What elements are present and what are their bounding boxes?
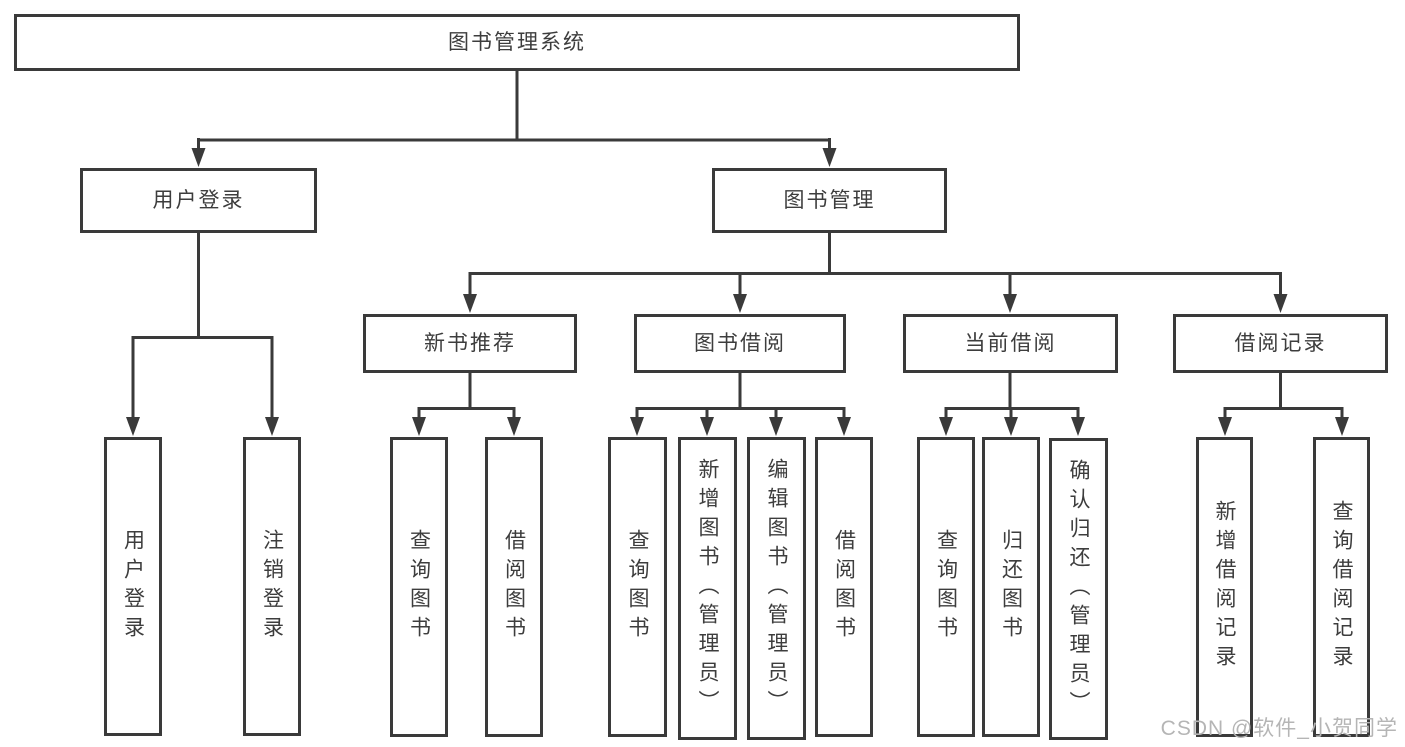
arrowhead-icon (1004, 417, 1018, 436)
arrowhead-icon (1335, 417, 1349, 436)
arrowhead-icon (700, 417, 714, 436)
leaf-borrow-edit-books-admin: 编辑图书（管理员） (747, 437, 806, 740)
node-book-borrow-label: 图书借阅 (694, 332, 786, 355)
leaf-current-query-books: 查询图书 (917, 437, 975, 737)
leaf-records-add-record: 新增借阅记录 (1196, 437, 1253, 737)
leaf-newbooks-borrow-books-label: 借阅图书 (502, 529, 526, 645)
arrowhead-icon (1218, 417, 1232, 436)
arrowhead-icon (507, 417, 521, 436)
connector-root-to-level2 (197, 71, 831, 152)
arrowhead-icon (630, 417, 644, 436)
leaf-records-query-record: 查询借阅记录 (1313, 437, 1370, 737)
node-user-login-label: 用户登录 (152, 189, 245, 212)
leaf-current-return-books-label: 归还图书 (999, 529, 1023, 645)
arrowhead-icon (769, 417, 783, 436)
node-book-management-label: 图书管理 (783, 189, 876, 212)
arrowhead-icon (265, 417, 279, 436)
arrowhead-icon (1003, 294, 1017, 313)
node-book-borrow: 图书借阅 (634, 314, 846, 373)
node-current-borrow: 当前借阅 (903, 314, 1118, 373)
leaf-borrow-borrow-books: 借阅图书 (815, 437, 873, 737)
leaf-records-add-record-label: 新增借阅记录 (1213, 500, 1236, 674)
leaf-current-return-books: 归还图书 (982, 437, 1040, 737)
connector-bookborrow-to-leaves (635, 373, 846, 421)
leaf-borrow-borrow-books-label: 借阅图书 (832, 529, 856, 645)
leaf-borrow-query-books-label: 查询图书 (626, 529, 649, 645)
leaf-current-confirm-return-admin-label: 确认归还（管理员） (1067, 458, 1090, 720)
arrowhead-icon (412, 417, 426, 436)
arrowhead-icon (463, 294, 477, 313)
arrowhead-icon (733, 294, 747, 313)
leaf-newbooks-borrow-books: 借阅图书 (485, 437, 543, 737)
leaf-records-query-record-label: 查询借阅记录 (1330, 500, 1353, 674)
arrowhead-icon (837, 417, 851, 436)
node-user-login: 用户登录 (80, 168, 317, 233)
node-new-book-recommend: 新书推荐 (363, 314, 577, 373)
leaf-logout-label: 注销登录 (260, 528, 284, 645)
connector-borrowrecords-to-leaves (1223, 373, 1344, 421)
node-borrow-records: 借阅记录 (1173, 314, 1388, 373)
leaf-newbooks-query-books-label: 查询图书 (407, 529, 431, 645)
connector-userlogin-to-leaves (131, 233, 274, 421)
node-current-borrow-label: 当前借阅 (964, 332, 1057, 355)
node-book-management: 图书管理 (712, 168, 947, 233)
connector-bookmgmt-to-level3 (468, 233, 1282, 297)
leaf-borrow-add-books-admin-label: 新增图书（管理员） (696, 458, 719, 719)
node-root-label: 图书管理系统 (448, 31, 586, 54)
connector-currentborrow-to-leaves (944, 373, 1080, 421)
leaf-newbooks-query-books: 查询图书 (390, 437, 448, 737)
leaf-current-query-books-label: 查询图书 (934, 529, 958, 645)
watermark: CSDN @软件_小贺同学 (1160, 717, 1398, 740)
leaf-logout: 注销登录 (243, 437, 301, 736)
arrowhead-icon (1071, 417, 1085, 436)
leaf-borrow-edit-books-admin-label: 编辑图书（管理员） (765, 458, 788, 719)
leaf-current-confirm-return-admin: 确认归还（管理员） (1049, 438, 1108, 740)
node-root: 图书管理系统 (14, 14, 1020, 71)
arrowhead-icon (822, 148, 837, 167)
leaf-user-login: 用户登录 (104, 437, 162, 736)
node-new-book-recommend-label: 新书推荐 (424, 332, 516, 355)
arrowhead-icon (939, 417, 953, 436)
leaf-borrow-query-books: 查询图书 (608, 437, 667, 737)
connector-newbooks-to-leaves (417, 373, 516, 421)
arrowhead-icon (1273, 294, 1288, 313)
leaf-borrow-add-books-admin: 新增图书（管理员） (678, 437, 737, 740)
arrowhead-icon (126, 417, 140, 436)
arrowhead-icon (191, 148, 206, 167)
leaf-user-login-label: 用户登录 (121, 528, 145, 645)
node-borrow-records-label: 借阅记录 (1234, 332, 1327, 355)
